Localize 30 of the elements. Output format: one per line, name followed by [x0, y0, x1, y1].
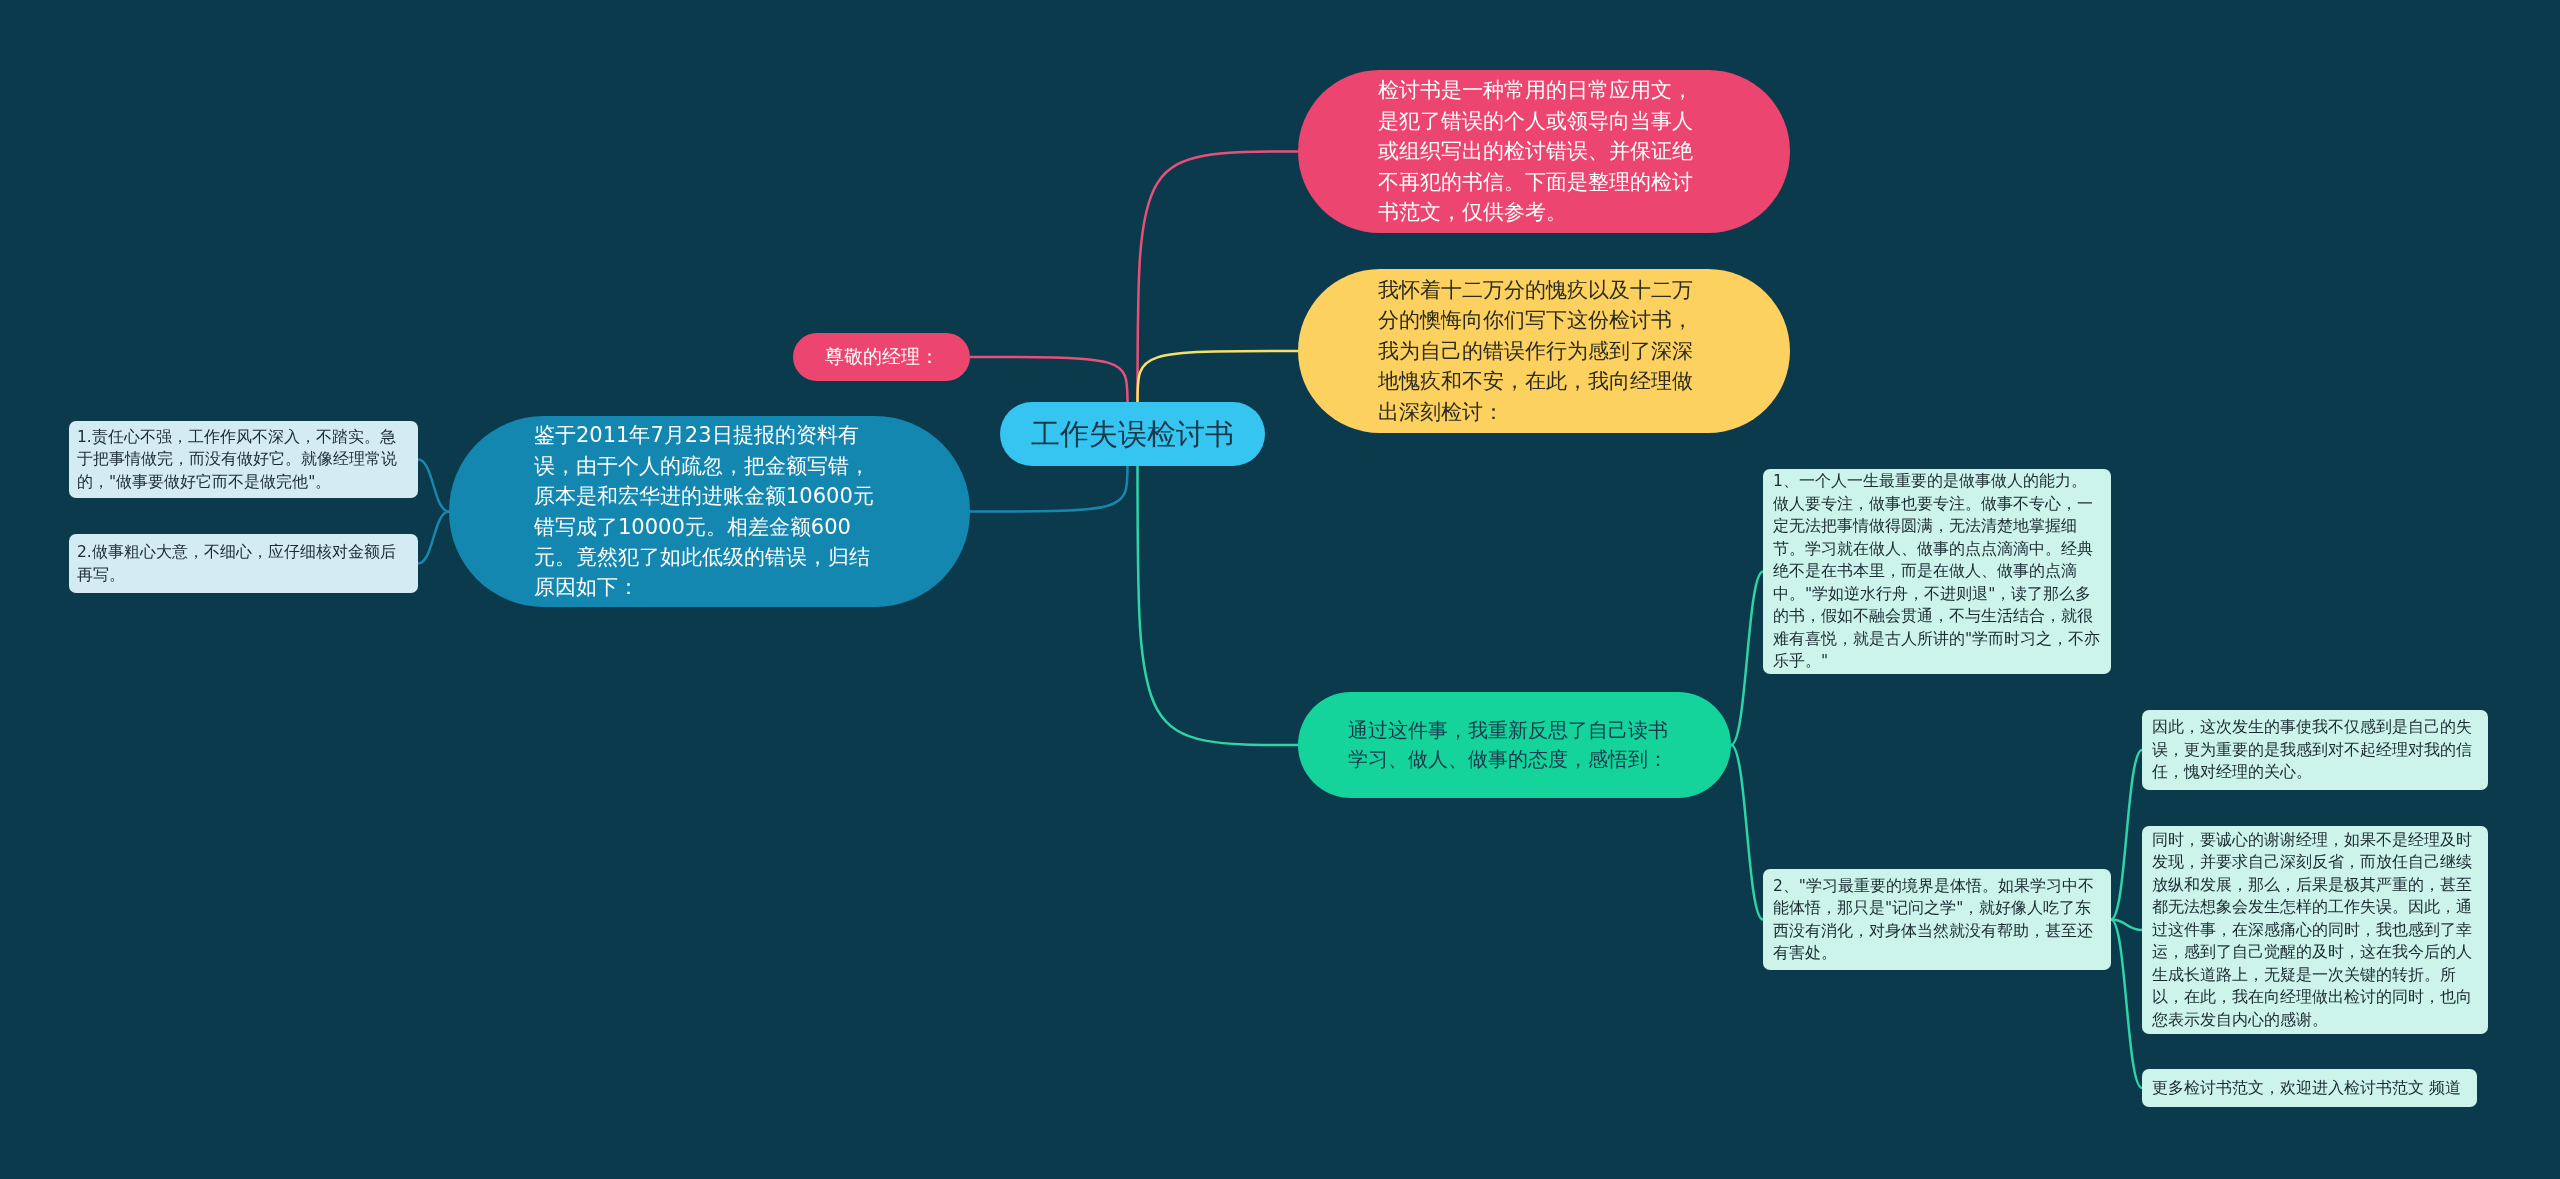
connector-line [2110, 918, 2143, 932]
connector-line [1136, 349, 1298, 402]
node-text: 工作失误检讨书 [1031, 415, 1234, 453]
connector-line [417, 510, 450, 565]
connector-line [1136, 466, 1298, 747]
node-text: 更多检讨书范文，欢迎进入检讨书范文 频道 [2152, 1077, 2461, 1099]
node-text: 同时，要诚心的谢谢经理，如果不是经理及时发现，并要求自己深刻反省，而放任自己继续放纵和发展，那么，后果是极其严重的，甚至都无法想象会发生怎样的工作失误。因此，通过这件事，在深感痛心的同时，我也感到了幸运，感到了自己觉醒的及时，这在我今后的人生成长道路上，无疑是一次关键的转折。所以，在此，我在向经理做出检讨的同时，也向您表示发自内心的感谢。 [2152, 829, 2473, 1031]
branch-box [793, 333, 970, 381]
node-text: 通过这件事，我重新反思了自己读书学习、做人、做事的态度，感悟到： [1348, 717, 1669, 773]
node-text: 尊敬的经理： [824, 344, 939, 370]
connector-line [1730, 744, 1764, 921]
connector-line [2110, 918, 2143, 1089]
leaf-box [69, 421, 418, 498]
leaf-box [2142, 1069, 2477, 1107]
leaf-box [1763, 869, 2111, 970]
node-text: 检讨书是一种常用的日常应用文，是犯了错误的个人或领导向当事人或组织写出的检讨错误、并保证绝不再犯的书信。下面是整理的检讨书范文，仅供参考。 [1378, 77, 1694, 227]
connector-line [1730, 570, 1764, 746]
connector-line [970, 466, 1129, 513]
connector-line [417, 458, 450, 513]
node-text: 2.做事粗心大意，不细心，应仔细核对金额后再写。 [77, 542, 397, 586]
node-text: 2、"学习最重要的境界是体悟。如果学习中不能体悟，那只是"记问之学"，就好像人吃了东西没有消化，对身体当然就没有帮助，甚至还有害处。 [1773, 875, 2095, 964]
node-text: 因此，这次发生的事使我不仅感到是自己的失误，更为重要的是我感到对不起经理对我的信任，愧对经理的关心。 [2152, 717, 2473, 784]
leaf-box [2142, 710, 2488, 790]
connector-line [2110, 749, 2143, 921]
connector-line [970, 355, 1129, 402]
leaf-box [69, 534, 418, 593]
node-text: 我怀着十二万分的愧疚以及十二万分的懊悔向你们写下这份检讨书，我为自己的错误作行为感到了深深地愧疚和不安，在此，我向经理做出深刻检讨： [1378, 276, 1694, 426]
node-text: 鉴于2011年7月23日提报的资料有误，由于个人的疏忽，把金额写错，原本是和宏华进的进账金额10600元错写成了10000元。相差金额600元。竟然犯了如此低级的错误，归结原因如下： [534, 422, 875, 602]
node-text: 1、一个人一生最重要的是做事做人的能力。做人要专注，做事也要专注。做事不专心，一定无法把事情做得圆满，无法清楚地掌握细节。学习就在做人、做事的点点滴滴中。经典绝不是在书本里，而是在做人、做事的点滴中。"学如逆水行舟，不进则退"，读了那么多的书，假如不融会贯通，不与生活结合，就很难有喜悦，就是古人所讲的"学而时习之，不亦乐乎。" [1773, 471, 2101, 673]
node-text: 1.责任心不强，工作作风不深入，不踏实。急于把事情做完，而没有做好它。就像经理常说的，"做事要做好它而不是做完他"。 [77, 426, 398, 493]
